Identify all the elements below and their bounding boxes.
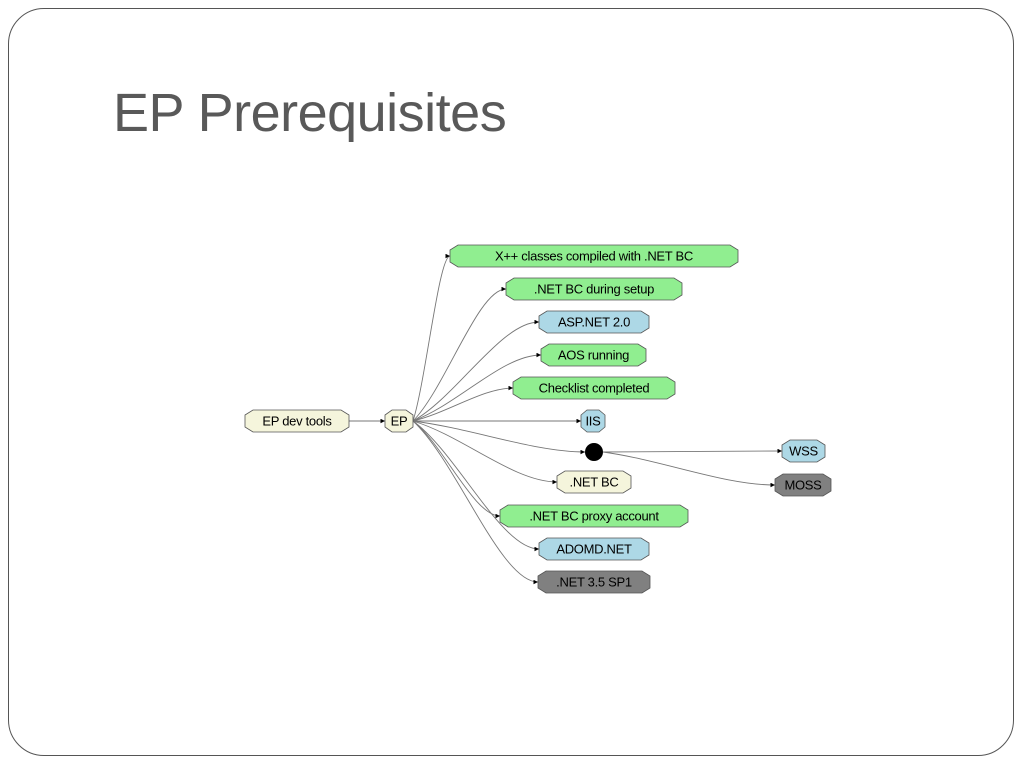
node-net-bc-setup: .NET BC during setup: [505, 277, 683, 301]
node-adomd: ADOMD.NET: [538, 537, 650, 561]
node-aos-running: AOS running: [540, 343, 647, 367]
node-aspnet-shape: [538, 310, 650, 334]
node-ep-dev-tools: EP dev tools: [244, 409, 350, 433]
edge-ep-to-adomd: [412, 420, 540, 552]
edge-ep-to-checklist: [412, 385, 514, 422]
node-checklist: Checklist completed: [512, 376, 676, 400]
node-ep-shape: [384, 409, 414, 433]
node-net-bc: .NET BC: [556, 470, 632, 494]
node-net-bc-setup-label: .NET BC during setup: [534, 282, 654, 297]
node-checklist-label: Checklist completed: [539, 381, 650, 396]
node-net-bc-proxy-label: .NET BC proxy account: [529, 509, 659, 524]
node-moss-label: MOSS: [784, 478, 822, 493]
edge-ep-to-aspnet: [412, 319, 540, 422]
node-ep: EP: [384, 409, 414, 433]
edge-ep-to-xpp-classes: [412, 253, 451, 422]
slide-frame: [8, 8, 1014, 756]
node-iis-label: IIS: [586, 414, 602, 429]
node-moss-shape: [774, 473, 832, 497]
node-net35-shape: [537, 570, 651, 594]
node-xpp-classes: X++ classes compiled with .NET BC: [449, 244, 739, 268]
node-net-bc-proxy-shape: [499, 504, 689, 528]
edge-ep-to-net-bc: [412, 420, 558, 485]
edge-ep-to-aos-running: [412, 352, 542, 422]
edge-ep-to-net-bc-setup: [412, 286, 507, 422]
edge-ep-to-junction: [412, 420, 586, 455]
edge-junction-to-wss: [602, 448, 783, 454]
node-net35: .NET 3.5 SP1: [537, 570, 651, 594]
node-net-bc-proxy: .NET BC proxy account: [499, 504, 689, 528]
node-checklist-shape: [512, 376, 676, 400]
node-wss-label: WSS: [789, 444, 818, 459]
node-iis: IIS: [580, 409, 606, 433]
node-aos-running-label: AOS running: [558, 348, 629, 363]
node-moss: MOSS: [774, 473, 832, 497]
junction-node: [585, 443, 603, 461]
node-aspnet-label: ASP.NET 2.0: [558, 315, 630, 330]
node-iis-shape: [580, 409, 606, 433]
node-xpp-classes-label: X++ classes compiled with .NET BC: [495, 249, 693, 264]
node-ep-dev-tools-shape: [244, 409, 350, 433]
edge-junction-to-moss: [602, 451, 776, 488]
node-adomd-shape: [538, 537, 650, 561]
node-ep-dev-tools-label: EP dev tools: [262, 414, 332, 429]
node-ep-label: EP: [391, 414, 408, 429]
node-aos-running-shape: [540, 343, 647, 367]
node-net-bc-setup-shape: [505, 277, 683, 301]
node-net35-label: .NET 3.5 SP1: [556, 575, 632, 590]
node-net-bc-shape: [556, 470, 632, 494]
node-net-bc-label: .NET BC: [570, 475, 619, 490]
node-wss: WSS: [781, 439, 826, 463]
node-xpp-classes-shape: [449, 244, 739, 268]
node-adomd-label: ADOMD.NET: [556, 542, 632, 557]
node-wss-shape: [781, 439, 826, 463]
edge-ep-to-net35: [412, 420, 539, 585]
node-aspnet: ASP.NET 2.0: [538, 310, 650, 334]
slide-title: EP Prerequisites: [113, 83, 507, 143]
